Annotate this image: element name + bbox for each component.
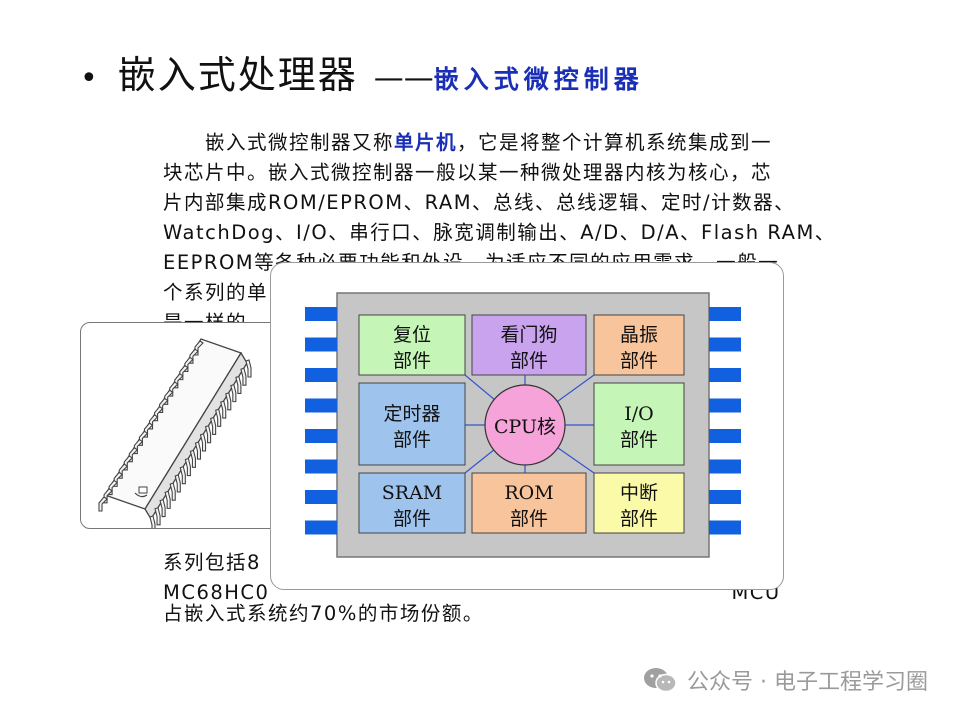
block-label: 复位 (393, 324, 431, 346)
chip-pin (220, 400, 227, 419)
dip-chip-picture (80, 322, 285, 534)
left-pin (305, 429, 337, 443)
paragraph-text: 个系列的单 (163, 281, 269, 304)
chip-pin (245, 359, 252, 378)
watermark: 公众号 · 电子工程学习圈 (643, 664, 928, 696)
block-box (593, 472, 685, 534)
left-pin (305, 368, 337, 382)
paragraph-text: 系列包括8 (163, 551, 261, 574)
block-sublabel: 部件 (620, 350, 658, 372)
block-label: 看门狗 (500, 324, 557, 346)
chip-pin (199, 433, 207, 452)
block-rom: ROM 部件 (471, 472, 587, 534)
chip-pin (154, 507, 161, 526)
right-pin (709, 307, 741, 321)
title-dash: —— (373, 61, 434, 96)
cpu-core-circle (484, 384, 566, 466)
block-label: 晶振 (620, 324, 658, 346)
left-pin (305, 398, 337, 413)
right-pin (709, 368, 741, 382)
block-box (471, 314, 587, 376)
block-sublabel: 部件 (620, 508, 658, 530)
watermark-text: 公众号 · 电子工程学习圈 (687, 670, 928, 695)
paragraph-text: 块芯片中。嵌入式微控制器一般以某一种微处理器内核为核心，芯 (163, 161, 773, 184)
paragraph-line: WatchDog、I/O、串行口、脉宽调制输出、A/D、D/A、Flash RA… (163, 218, 885, 248)
block-label: SRAM (382, 482, 443, 504)
paragraph-line: 嵌入式微控制器又称单片机，它是将整个计算机系统集成到一 (163, 128, 885, 158)
chip-pin (194, 441, 202, 460)
block-label: 中断 (620, 482, 658, 504)
block-box (358, 382, 466, 466)
chip-pin (240, 367, 247, 386)
paragraph-line: 片内部集成ROM/EPROM、RAM、总线、总线逻辑、定时/计数器、 (163, 188, 885, 218)
paragraph-text: MC68HC0 (163, 581, 270, 604)
block-label: I/O (624, 403, 653, 425)
left-pin (305, 520, 337, 535)
right-pin (709, 337, 741, 352)
bullet-point: • (80, 61, 98, 96)
highlight-term: 单片机 (394, 131, 458, 154)
paragraph-text: WatchDog、I/O、串行口、脉宽调制输出、A/D、D/A、Flash RA… (163, 221, 836, 244)
chip-pin (169, 482, 176, 501)
block-sublabel: 部件 (393, 508, 431, 530)
chip-pin (215, 408, 222, 427)
cpu-core-label: CPU核 (494, 416, 556, 438)
block-sublabel: 部件 (510, 508, 548, 530)
left-pin (305, 459, 337, 474)
chip-pin (209, 416, 217, 436)
chip-pin (164, 490, 171, 509)
right-pin (709, 429, 741, 443)
right-pin (709, 520, 741, 535)
chip-pin (149, 515, 156, 534)
right-pin (709, 490, 741, 504)
paragraph-line: 块芯片中。嵌入式微控制器一般以某一种微处理器内核为核心，芯 (163, 158, 885, 188)
block-box (358, 472, 466, 534)
chip-pin (189, 449, 196, 468)
left-pin (305, 307, 337, 321)
paragraph-text: ，它是将整个计算机系统集成到一 (457, 131, 773, 154)
right-pin (709, 398, 741, 413)
block-sram: SRAM 部件 (358, 472, 466, 534)
chip-pin (98, 496, 108, 512)
chip-pin (184, 457, 191, 477)
slide-title: • 嵌入式处理器 —— 嵌入式微控制器 (80, 44, 644, 99)
block-sublabel: 部件 (393, 350, 431, 372)
paragraph-text: 嵌入式微控制器又称 (163, 131, 395, 154)
block-sublabel: 部件 (620, 429, 658, 451)
chip-pin (159, 498, 166, 518)
left-pin (305, 490, 337, 504)
wechat-icon (644, 668, 677, 693)
block-label: 定时器 (383, 403, 440, 425)
chip-pin (225, 392, 232, 411)
body-paragraph-tail: 占嵌入式系统约70%的市场份额。 (163, 602, 484, 625)
title-main: 嵌入式处理器 (117, 53, 358, 97)
block-box (471, 472, 587, 534)
title-subtitle: 嵌入式微控制器 (433, 65, 644, 94)
chip-pin (235, 375, 242, 394)
block-box (593, 314, 685, 376)
chip-pin (179, 466, 186, 485)
block-label: ROM (504, 482, 553, 504)
block-box (358, 314, 466, 376)
block-sublabel: 部件 (510, 350, 548, 372)
left-pin (305, 337, 337, 352)
chip-pin (230, 383, 237, 403)
right-pin (709, 459, 741, 474)
paragraph-text: 片内部集成ROM/EPROM、RAM、总线、总线逻辑、定时/计数器、 (163, 191, 796, 214)
chip-pin (174, 474, 181, 493)
dip-chip-icon (98, 338, 252, 534)
block-io: I/O 部件 (593, 382, 685, 466)
block-box (593, 382, 685, 466)
chip-pin (204, 424, 212, 444)
block-sublabel: 部件 (393, 429, 431, 451)
